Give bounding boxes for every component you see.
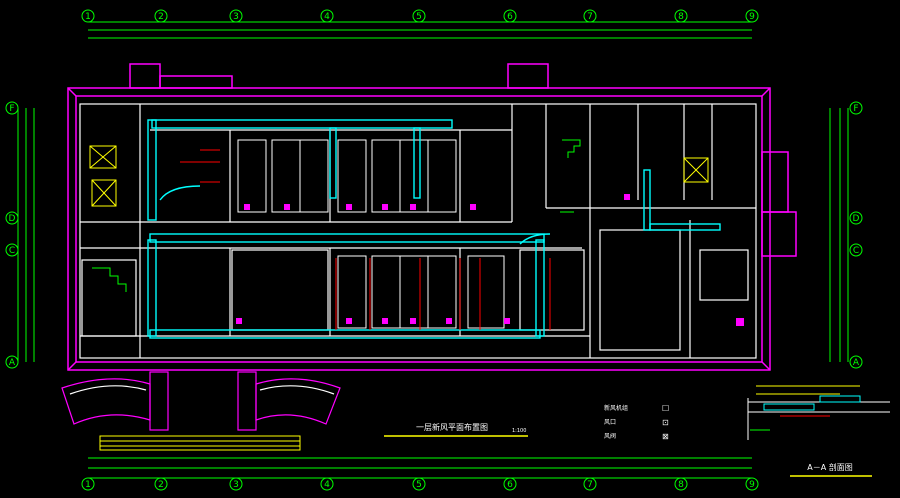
left-grid-bubbles: F D C A — [5, 101, 19, 369]
grid-bubble-top-2: 2 — [154, 9, 168, 23]
legend-item-ahu: 新风机组 ☐ — [604, 404, 669, 413]
svg-text:C: C — [853, 246, 859, 256]
grid-bubble-bottom-5: 5 — [412, 477, 426, 491]
diffuser-symbol-icon: ⊡ — [662, 418, 669, 427]
right-grid-bubbles: F D C A — [849, 101, 863, 369]
air-diffusers — [236, 194, 744, 326]
toilet-cubicles — [237, 139, 505, 329]
svg-text:3: 3 — [233, 480, 239, 490]
legend-item-damper: 风阀 ⊠ — [604, 432, 669, 441]
svg-text:A: A — [9, 358, 16, 368]
interior-walls — [79, 103, 757, 359]
svg-text:4: 4 — [324, 12, 330, 22]
grid-bubble-left-D: D — [5, 211, 19, 225]
grid-bubble-bottom-7: 7 — [583, 477, 597, 491]
left-dimension-chain — [17, 108, 35, 362]
legend: 新风机组 ☐ 风口 ⊡ 风阀 ⊠ — [604, 404, 669, 441]
svg-text:3: 3 — [233, 12, 239, 22]
grid-bubble-top-4: 4 — [320, 9, 334, 23]
svg-text:6: 6 — [507, 480, 513, 490]
svg-text:9: 9 — [749, 480, 755, 490]
entrance-steps — [99, 435, 301, 451]
grid-bubble-top-7: 7 — [583, 9, 597, 23]
grid-bubble-top-1: 1 — [81, 9, 95, 23]
svg-text:D: D — [9, 214, 16, 224]
plan-scale: 1:100 — [512, 428, 526, 434]
grid-bubble-right-F: F — [849, 101, 863, 115]
entrance-canopy-left — [61, 371, 169, 431]
bottom-grid-bubbles: 1 2 3 4 5 6 7 8 9 — [81, 477, 759, 491]
svg-text:1: 1 — [85, 480, 91, 490]
ahu-symbol-icon: ☐ — [662, 404, 669, 413]
top-grid-bubbles: 1 2 3 4 5 6 7 8 9 — [81, 9, 759, 23]
svg-text:2: 2 — [158, 480, 164, 490]
red-piping — [180, 149, 551, 330]
grid-bubble-right-A: A — [849, 355, 863, 369]
section-title: A－A 剖面图 — [807, 462, 853, 472]
svg-text:D: D — [853, 214, 860, 224]
svg-text:8: 8 — [678, 12, 684, 22]
svg-text:1: 1 — [85, 12, 91, 22]
grid-bubble-top-3: 3 — [229, 9, 243, 23]
entrance-canopy-right — [237, 371, 341, 431]
svg-text:7: 7 — [587, 12, 593, 22]
svg-text:9: 9 — [749, 12, 755, 22]
grid-bubble-top-6: 6 — [503, 9, 517, 23]
grid-bubble-bottom-9: 9 — [745, 477, 759, 491]
grid-bubble-bottom-4: 4 — [320, 477, 334, 491]
svg-text:风阀: 风阀 — [604, 432, 616, 440]
legend-item-diffuser: 风口 ⊡ — [604, 418, 669, 427]
grid-bubble-bottom-8: 8 — [674, 477, 688, 491]
grid-bubble-top-8: 8 — [674, 9, 688, 23]
svg-text:6: 6 — [507, 12, 513, 22]
svg-text:7: 7 — [587, 480, 593, 490]
grid-bubble-top-9: 9 — [745, 9, 759, 23]
section-a-a-detail: A－A 剖面图 — [747, 385, 890, 477]
damper-symbol-icon: ⊠ — [662, 432, 669, 441]
grid-bubble-bottom-1: 1 — [81, 477, 95, 491]
grid-bubble-bottom-2: 2 — [154, 477, 168, 491]
svg-text:8: 8 — [678, 480, 684, 490]
fresh-air-ducts — [147, 119, 721, 339]
plan-title-block: 一层新风平面布置图 1:100 — [384, 422, 528, 437]
right-dimension-chain — [829, 108, 849, 362]
svg-text:2: 2 — [158, 12, 164, 22]
equipment-boxes — [89, 145, 709, 207]
grid-bubble-top-5: 5 — [412, 9, 426, 23]
svg-text:风口: 风口 — [604, 419, 616, 426]
grid-bubble-left-A: A — [5, 355, 19, 369]
grid-bubble-bottom-3: 3 — [229, 477, 243, 491]
plan-title: 一层新风平面布置图 — [416, 422, 488, 432]
grid-bubble-right-C: C — [849, 243, 863, 257]
grid-bubble-left-C: C — [5, 243, 19, 257]
svg-text:新风机组: 新风机组 — [604, 404, 628, 412]
stair-symbols — [92, 139, 581, 292]
svg-text:F: F — [853, 104, 858, 114]
svg-text:C: C — [9, 246, 15, 256]
grid-bubble-right-D: D — [849, 211, 863, 225]
grid-bubble-left-F: F — [5, 101, 19, 115]
svg-text:5: 5 — [416, 12, 422, 22]
svg-text:A: A — [853, 358, 860, 368]
svg-text:F: F — [9, 104, 14, 114]
svg-text:5: 5 — [416, 480, 422, 490]
svg-text:4: 4 — [324, 480, 330, 490]
building-outline — [67, 63, 797, 371]
grid-bubble-bottom-6: 6 — [503, 477, 517, 491]
